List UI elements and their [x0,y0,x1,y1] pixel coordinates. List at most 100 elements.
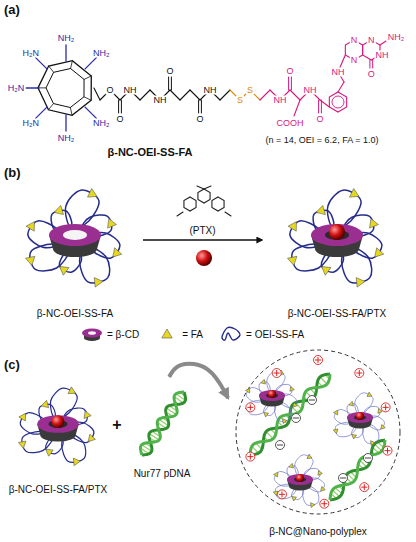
atom-label: NH [375,51,390,60]
figure-caption: β-NC-OEI-SS-FA [37,308,113,320]
folate-triangle [68,387,76,394]
positive-charge [360,483,369,492]
folate-triangle [333,429,338,434]
folate-triangle [367,392,372,396]
double-bond [118,100,119,113]
figure-caption: β-NC@Nano-polyplex [269,526,367,538]
positive-charge [383,446,392,455]
bond [197,186,204,189]
chain-bond [294,100,300,116]
double-bond [171,77,172,90]
negative-charge [292,414,301,423]
atom-label: NH₂ [387,33,406,42]
folate-triangle [283,419,287,424]
ring-bond [70,108,72,116]
folate-triangle [307,454,312,458]
atom-label: S [236,96,244,105]
folate-triangle [292,497,297,501]
atom-label: N [367,36,376,45]
atom-label: NH [303,86,318,95]
folate-triangle [88,434,95,441]
ring-bond [49,66,54,72]
cd-top [287,474,313,485]
atom-label: H₂N [21,119,40,128]
atom-label: O [115,115,124,124]
folate-triangle [246,388,250,393]
ring-bond [84,97,91,101]
folate-triangle [290,387,294,392]
folate-triangle [73,458,80,466]
arrow-connector [169,364,228,398]
dna-strand [142,392,186,455]
cd-top [49,224,101,246]
folate-triangle [94,278,103,287]
folate-triangle [41,400,48,407]
folate-triangle [88,189,98,198]
polymer-loop [355,393,373,414]
double-bond [168,77,169,90]
ring-bond [71,61,73,69]
oei-arm [36,58,47,69]
aromatic-ring [184,197,196,211]
positive-charge [320,499,329,508]
charge-sign [364,485,365,490]
folate-triangle [60,266,69,275]
aromatic-ring [198,189,210,203]
oei-arm [85,107,96,118]
negative-charge [339,474,348,483]
oei-arm [85,58,96,69]
charge-ring [339,474,348,483]
chain-bond [94,88,100,100]
atom-label: H₂N [7,84,26,93]
charge-sign [250,405,251,410]
chain-bond [180,90,190,100]
bond [177,212,183,216]
legend-text: = OEI-SS-FA [246,329,304,340]
folate-triangle [19,413,26,421]
atom-label: S [246,86,254,95]
atom-label: O [165,67,174,76]
folate-triangle [18,441,25,448]
dna-strand [330,440,385,500]
bond [320,100,329,107]
folate-triangle [26,256,35,265]
charge-ring [381,403,390,412]
charge-sign [277,445,282,446]
panel-letter: (a) [4,3,20,16]
figure-caption: Nur77 pDNA [134,468,191,480]
positive-charge [355,369,364,378]
ptx-ball [196,250,212,266]
bond [380,41,386,45]
double-bond [288,77,289,90]
legend-item: = β-CD [80,325,139,343]
dna-strand [250,374,330,455]
folate-triangle [381,424,386,429]
bond [204,186,211,189]
aromatic-circle [332,96,344,108]
positive-charge [381,403,390,412]
legend: = β-CD= FA= OEI-SS-FA [80,325,304,343]
atom-label: NH [331,68,346,77]
folate-triangle [375,248,384,257]
dna-strand [250,374,330,455]
polyplex-outline [236,350,400,514]
charge-sign [365,458,370,459]
positive-charge [314,356,323,365]
dna-strand [330,440,385,500]
charge-ring [272,369,281,378]
folate-triangle [113,248,122,257]
double-bond [318,100,319,113]
ptx-ball [296,474,304,482]
positive-charge [272,369,281,378]
negative-charge [308,396,317,405]
atom-label: O [315,115,324,124]
dna-strand [140,392,184,455]
folate-triangle [162,329,172,338]
double-bond [198,100,199,113]
chain-bond [190,90,200,100]
panel-b-illustration [26,186,384,287]
charge-ring [320,499,329,508]
folate-triangle [26,222,34,232]
